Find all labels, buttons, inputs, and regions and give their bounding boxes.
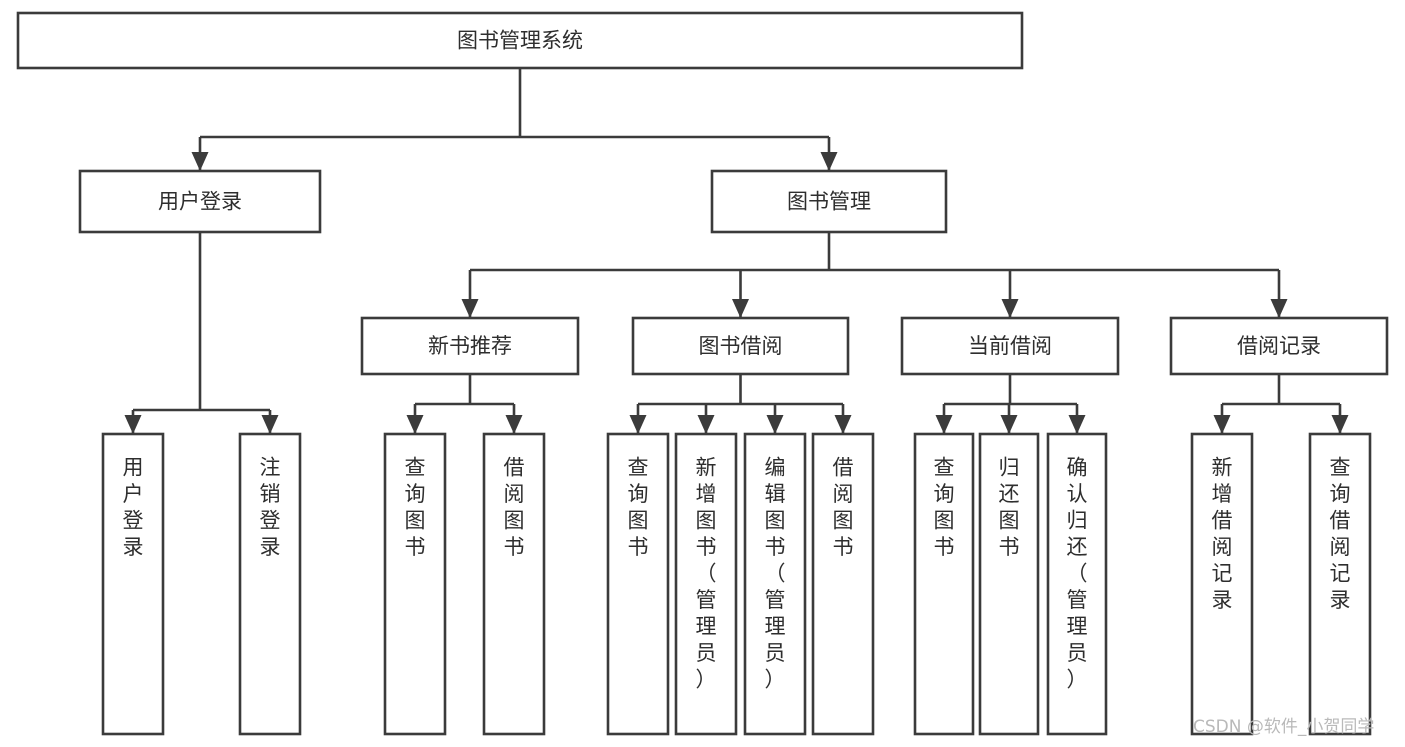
- node-box-rect[interactable]: [978, 432, 1040, 736]
- node-box-rect[interactable]: [101, 432, 165, 736]
- node-label: 编辑图书（管理员）: [765, 456, 786, 692]
- node-leaf[interactable]: 编辑图书（管理员）: [743, 432, 807, 736]
- node-box-rect[interactable]: [78, 169, 322, 234]
- node-root[interactable]: 图书管理系统: [16, 11, 1024, 70]
- node-box-rect[interactable]: [1046, 432, 1108, 736]
- arrow-head-icon: [1000, 415, 1018, 434]
- node-label: 新增借阅记录: [1212, 456, 1233, 613]
- node-box-rect[interactable]: [710, 169, 948, 234]
- node-label: 图书管理: [787, 190, 871, 214]
- node-box-rect[interactable]: [631, 316, 850, 376]
- nodes-layer: 图书管理系统用户登录图书管理新书推荐图书借阅当前借阅借阅记录用户登录注销登录查询…: [16, 11, 1389, 736]
- node-box-rect[interactable]: [1190, 432, 1254, 736]
- node-leaf[interactable]: 借阅图书: [811, 432, 875, 736]
- node-box-rect[interactable]: [743, 432, 807, 736]
- node-level2[interactable]: 用户登录: [78, 169, 322, 234]
- node-leaf[interactable]: 确认归还（管理员）: [1046, 432, 1108, 736]
- node-label: 查询借阅记录: [1330, 456, 1351, 613]
- node-label: 用户登录: [158, 190, 242, 214]
- arrow-head-icon: [697, 415, 715, 434]
- arrow-head-icon: [629, 415, 647, 434]
- arrow-head-icon: [1068, 415, 1086, 434]
- node-label: 新书推荐: [428, 334, 512, 358]
- node-level3[interactable]: 新书推荐: [360, 316, 580, 376]
- arrow-head-icon: [834, 415, 852, 434]
- node-leaf[interactable]: 借阅图书: [482, 432, 546, 736]
- node-label: 新增图书（管理员）: [696, 456, 717, 692]
- node-label: 查询图书: [934, 456, 955, 560]
- node-box-rect[interactable]: [1308, 432, 1372, 736]
- node-box-rect[interactable]: [238, 432, 302, 736]
- node-box-rect[interactable]: [482, 432, 546, 736]
- node-leaf[interactable]: 注销登录: [238, 432, 302, 736]
- node-label: 注销登录: [260, 456, 281, 560]
- arrow-head-icon: [406, 415, 424, 434]
- node-label: 图书借阅: [699, 334, 783, 358]
- node-box-rect[interactable]: [913, 432, 975, 736]
- node-label: 归还图书: [999, 456, 1020, 560]
- node-leaf[interactable]: 查询图书: [606, 432, 670, 736]
- arrow-head-icon: [191, 152, 209, 171]
- node-label: 查询图书: [405, 456, 426, 560]
- node-leaf[interactable]: 用户登录: [101, 432, 165, 736]
- arrow-head-icon: [1270, 299, 1288, 318]
- node-label: 借阅记录: [1237, 334, 1321, 358]
- node-label: 查询图书: [628, 456, 649, 560]
- node-level3[interactable]: 借阅记录: [1169, 316, 1389, 376]
- node-label: 用户登录: [123, 456, 144, 560]
- arrow-head-icon: [1331, 415, 1349, 434]
- watermark: CSDN @软件_小贺同学: [1193, 717, 1374, 737]
- node-box-rect[interactable]: [383, 432, 447, 736]
- node-label: 借阅图书: [833, 456, 854, 560]
- arrow-head-icon: [1001, 299, 1019, 318]
- node-leaf[interactable]: 归还图书: [978, 432, 1040, 736]
- node-label: 图书管理系统: [457, 29, 583, 53]
- arrow-head-icon: [766, 415, 784, 434]
- node-box-rect[interactable]: [811, 432, 875, 736]
- node-level2[interactable]: 图书管理: [710, 169, 948, 234]
- arrow-head-icon: [935, 415, 953, 434]
- arrow-head-icon: [505, 415, 523, 434]
- node-box-rect[interactable]: [674, 432, 738, 736]
- node-box-rect[interactable]: [900, 316, 1120, 376]
- node-leaf[interactable]: 新增借阅记录: [1190, 432, 1254, 736]
- arrow-head-icon: [261, 415, 279, 434]
- node-leaf[interactable]: 查询图书: [913, 432, 975, 736]
- node-label: 当前借阅: [968, 334, 1052, 358]
- node-box-rect[interactable]: [1169, 316, 1389, 376]
- arrow-head-icon: [732, 299, 749, 318]
- arrow-head-icon: [124, 415, 142, 434]
- node-box-rect[interactable]: [16, 11, 1024, 70]
- connectors-layer: [124, 68, 1349, 434]
- node-label: 借阅图书: [504, 456, 525, 560]
- node-box-rect[interactable]: [360, 316, 580, 376]
- node-label: 确认归还（管理员）: [1067, 456, 1088, 692]
- arrow-head-icon: [1213, 415, 1231, 434]
- node-level3[interactable]: 图书借阅: [631, 316, 850, 376]
- node-leaf[interactable]: 新增图书（管理员）: [674, 432, 738, 736]
- arrow-head-icon: [820, 152, 838, 171]
- node-leaf[interactable]: 查询借阅记录: [1308, 432, 1372, 736]
- node-level3[interactable]: 当前借阅: [900, 316, 1120, 376]
- node-box-rect[interactable]: [606, 432, 670, 736]
- arrow-head-icon: [461, 299, 479, 318]
- node-leaf[interactable]: 查询图书: [383, 432, 447, 736]
